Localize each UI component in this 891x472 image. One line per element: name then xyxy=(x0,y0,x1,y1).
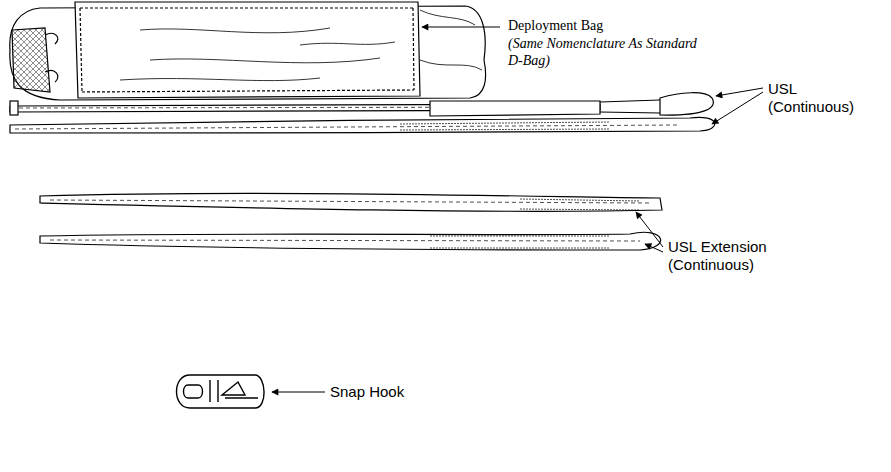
part-label: Snap Hook xyxy=(330,383,430,401)
snap-hook xyxy=(177,375,265,408)
note-label: (Same Nomenclature As Standard D-Bag) xyxy=(508,36,708,70)
leader-lines xyxy=(272,27,763,392)
part-label: USL Extension (Continuous) xyxy=(668,238,788,274)
deployment-bag xyxy=(10,2,486,100)
usl-straps xyxy=(10,93,715,250)
part-label: Deployment Bag xyxy=(508,18,708,35)
part-label: USL (Continuous) xyxy=(768,80,886,116)
